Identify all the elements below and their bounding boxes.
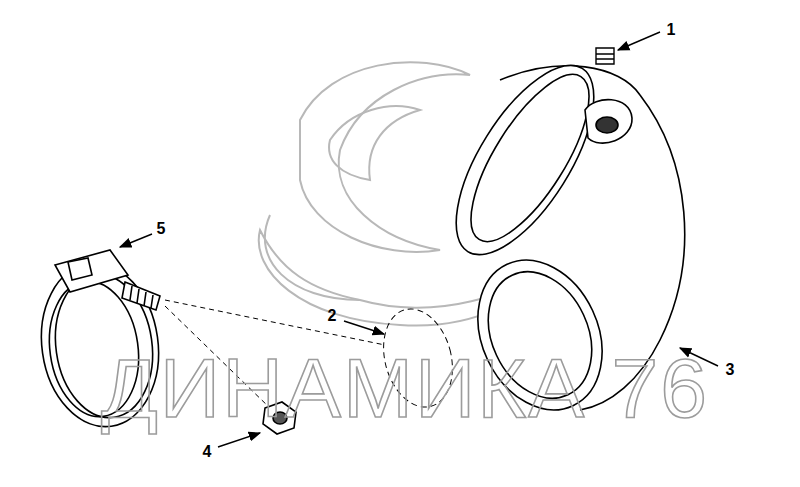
callout-number: 2 [328,308,337,324]
callout-number: 3 [726,362,735,378]
callout-number: 5 [157,221,166,237]
plug [596,48,614,64]
callout-number: 4 [203,444,212,460]
callout-number: 1 [667,22,676,38]
watermark: ДИНАМИКА 76 [101,346,709,430]
